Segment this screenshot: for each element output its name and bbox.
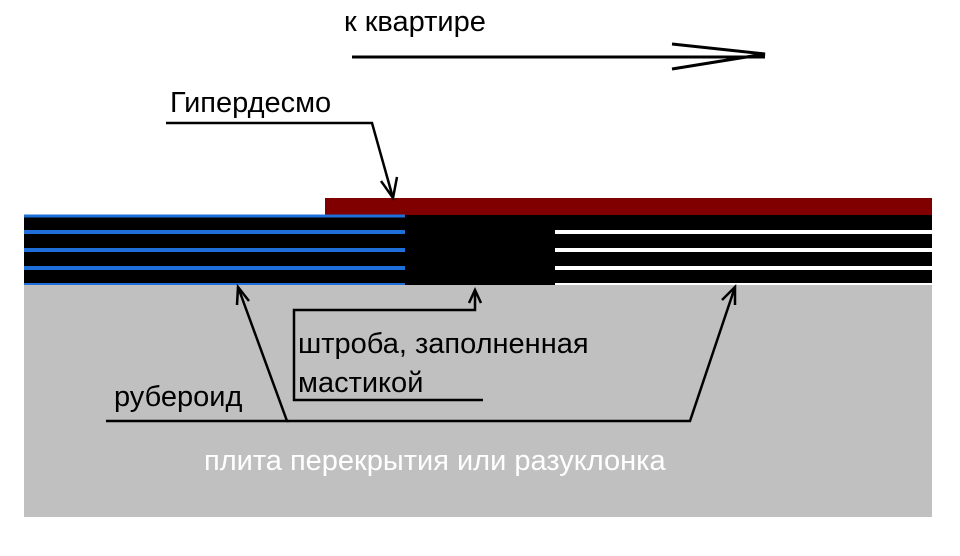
membrane-leader: [166, 121, 399, 202]
membrane-leader-line: [166, 121, 395, 199]
groove-leader-arrowhead: [467, 287, 483, 304]
roofing-felt-leader-arrowhead-right: [721, 283, 737, 305]
direction-label: к квартире: [344, 6, 486, 38]
groove-label-line1: штроба, заполненная: [298, 328, 589, 360]
groove-leader: [292, 287, 483, 402]
slab-label: плита перекрытия или разуклонка: [204, 445, 666, 477]
right-layer-stripes: [555, 230, 932, 285]
groove-label-line2: мастикой: [298, 367, 423, 399]
direction-arrow-head: [671, 42, 766, 71]
membrane-leader-arrowhead: [379, 176, 399, 202]
direction-arrow: [352, 42, 766, 71]
roofing-felt-leader-line-right: [287, 286, 737, 423]
membrane-label: Гипердесмо: [170, 87, 331, 119]
roofing-felt-stripes: [24, 214, 405, 285]
groove-leader-line: [292, 290, 483, 402]
roofing-felt-leader: [106, 283, 737, 423]
roofing-felt-leader-arrowhead-left: [235, 283, 250, 306]
roofing-felt-label: рубероид: [114, 381, 242, 413]
membrane-layer: [325, 198, 932, 215]
